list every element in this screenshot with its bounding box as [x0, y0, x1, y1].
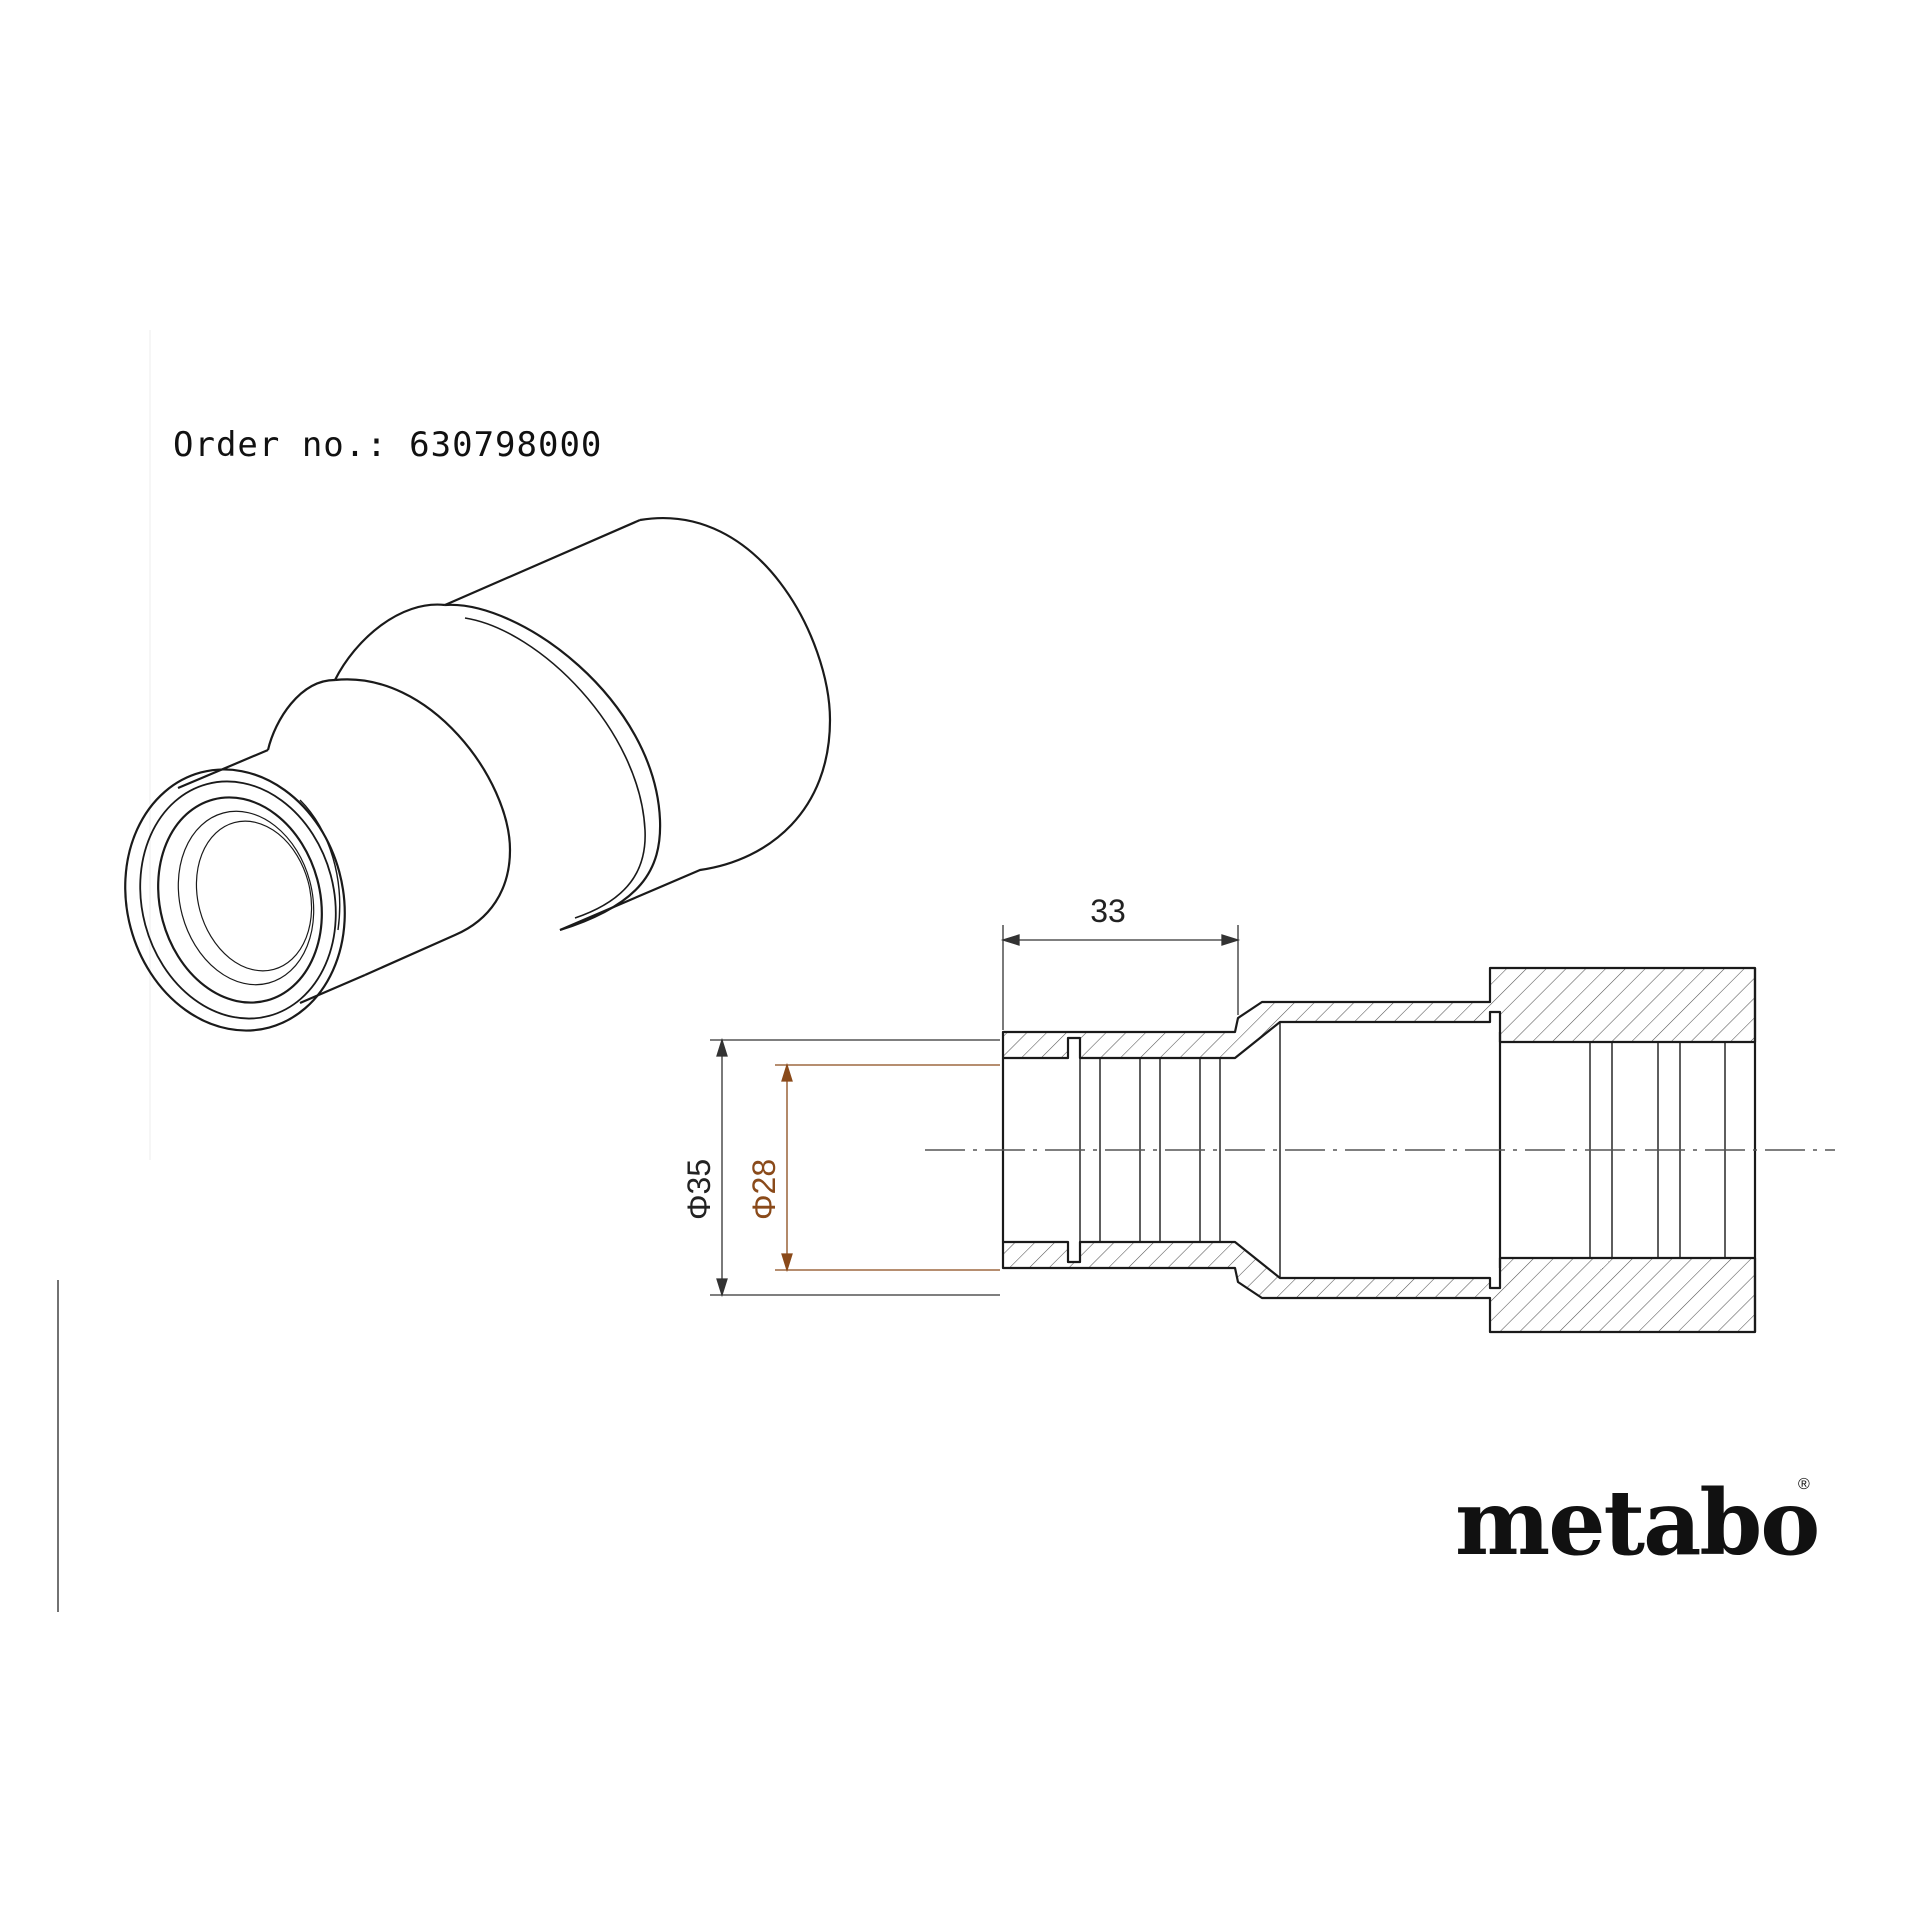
registered-mark: ® [1798, 1476, 1810, 1493]
large-cylinder-back [559, 517, 832, 932]
lower-wall-section [1001, 1240, 1757, 1334]
bore-rib-1 [177, 810, 315, 986]
isometric-view [124, 517, 832, 1032]
metabo-logo: metabo [1455, 1470, 1820, 1576]
small-cylinder-bottom [299, 973, 366, 1005]
middle-cylinder-top [266, 678, 336, 751]
bore-rib-2 [195, 820, 313, 972]
middle-step-left [334, 603, 446, 681]
dim-length-arrow-right [1221, 934, 1241, 946]
dim-outer-diameter [710, 1037, 1000, 1298]
large-cylinder-top-edge [444, 518, 641, 607]
front-outer-ring [124, 768, 346, 1032]
dim-od-arrow-top [716, 1037, 728, 1057]
large-cylinder-groove [464, 617, 646, 919]
front-inner-bore [157, 796, 323, 1004]
middle-cylinder-front [334, 678, 512, 977]
dim-id-label: Φ28 [746, 1159, 782, 1220]
dim-od-label: Φ35 [681, 1159, 717, 1220]
upper-wall-section [1001, 966, 1757, 1060]
dim-id-arrow-bottom [781, 1253, 793, 1273]
large-cylinder-front-rim [444, 603, 662, 932]
dim-length-arrow-left [1000, 934, 1020, 946]
front-collar-edge [299, 799, 341, 931]
dim-od-arrow-bottom [716, 1278, 728, 1298]
dim-length-label: 33 [1090, 893, 1126, 929]
dim-inner-diameter [775, 1062, 1000, 1273]
section-view [1001, 966, 1757, 1334]
front-ring-lip [139, 780, 337, 1020]
dim-id-arrow-top [781, 1062, 793, 1082]
order-number: Order no.: 630798000 [173, 425, 603, 465]
dim-length [1000, 925, 1241, 1030]
